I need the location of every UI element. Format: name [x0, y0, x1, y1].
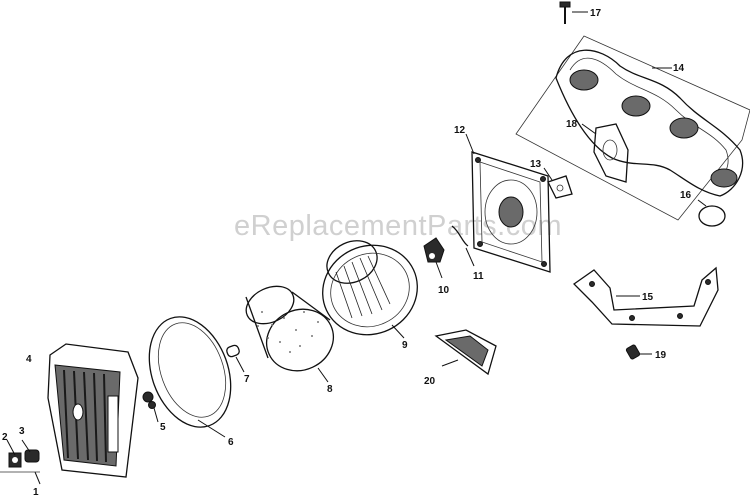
part-5-nut	[142, 391, 159, 423]
callout-19: 19	[655, 350, 667, 361]
callout-4: 4	[26, 354, 32, 365]
callout-14: 14	[673, 63, 685, 74]
part-18-gasket	[581, 123, 629, 183]
callout-9: 9	[402, 340, 408, 351]
part-10-11-bracket	[423, 225, 475, 279]
part-17-screw	[559, 1, 588, 24]
callout-18: 18	[566, 119, 578, 130]
callout-labels: 1 2 3 4 5 6 7 8 9 10 11 12 13 14 15 16 1…	[2, 8, 692, 498]
callout-13: 13	[530, 159, 542, 170]
callout-11: 11	[473, 271, 484, 282]
callout-16: 16	[680, 190, 692, 201]
callout-1: 1	[33, 487, 39, 498]
part-6-precleaner	[148, 316, 232, 438]
callout-7: 7	[244, 374, 250, 385]
part-4-cover	[47, 343, 139, 478]
part-8-foam-element	[245, 285, 334, 383]
part-7-pin	[226, 344, 245, 373]
part-15-bracket	[572, 266, 719, 327]
callout-5: 5	[160, 422, 166, 433]
part-13-gasket	[543, 167, 573, 199]
part-19-bolt	[625, 344, 652, 360]
callout-15: 15	[642, 292, 654, 303]
callout-8: 8	[327, 384, 333, 395]
part-12-base-plate	[465, 133, 551, 273]
callout-2: 2	[2, 432, 8, 443]
part-9-paper-element	[322, 240, 418, 339]
part-14-manifold	[515, 35, 750, 221]
part-16-gasket	[697, 199, 726, 227]
part-20-shroud	[434, 329, 497, 376]
callout-12: 12	[454, 125, 466, 136]
part-1-3-hardware	[0, 439, 41, 485]
callout-10: 10	[438, 285, 450, 296]
callout-17: 17	[590, 8, 602, 19]
callout-6: 6	[228, 437, 234, 448]
callout-3: 3	[19, 426, 25, 437]
callout-20: 20	[424, 376, 436, 387]
